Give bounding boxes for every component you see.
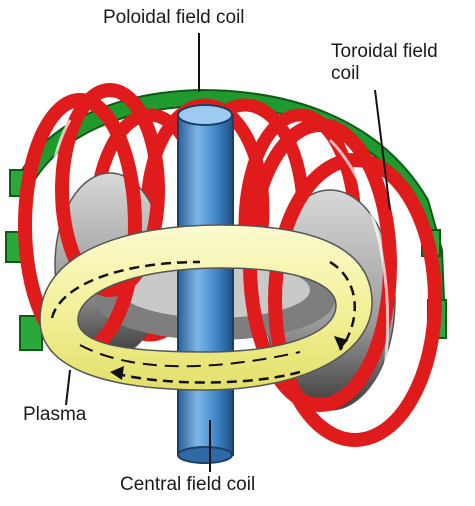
plasma-label: Plasma [23,404,86,426]
toroidal-field-coil-label: Toroidal field coil [331,41,438,85]
poloidal-field-coil-label: Poloidal field coil [103,7,245,29]
toroidal-label-line2: coil [331,63,438,85]
central-field-coil-label: Central field coil [120,474,255,496]
central-field-coil [178,105,233,463]
toroidal-label-line1: Toroidal field [331,41,438,63]
